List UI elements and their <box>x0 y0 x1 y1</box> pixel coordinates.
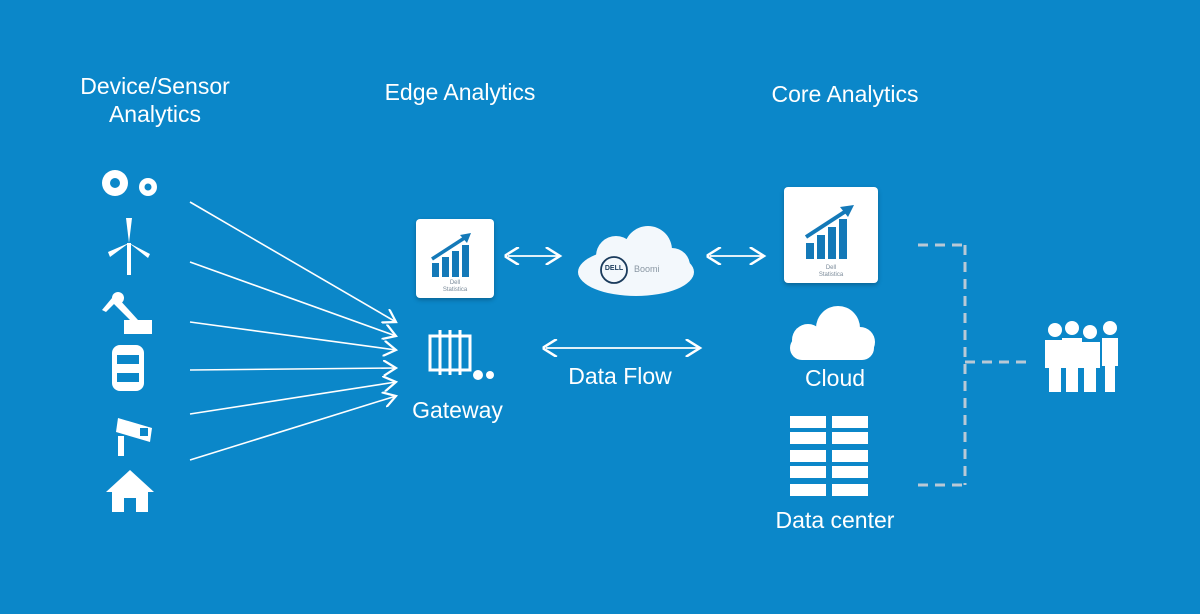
dell-logo: DELL <box>604 265 624 272</box>
heading-edge-analytics: Edge Analytics <box>384 79 536 105</box>
dell-boomi-cloud: DELL Boomi <box>572 222 700 302</box>
data-flow-label: Data Flow <box>568 363 672 389</box>
heading-device-sensor-analytics: Device/Sensor Analytics <box>80 73 230 127</box>
dashed-connectors <box>918 243 1030 487</box>
caption-line: Statistica <box>442 287 468 293</box>
gateway-label: Gateway <box>412 397 503 423</box>
security-camera-icon <box>116 418 152 456</box>
home-icon <box>106 470 154 512</box>
caption-line: Statistica <box>818 272 844 278</box>
bar-chart-icon <box>804 205 854 259</box>
caption-line: Dell <box>449 280 461 286</box>
gears-icon <box>102 170 157 196</box>
robot-arm-icon <box>102 292 152 334</box>
wind-turbine-icon <box>108 218 150 275</box>
cloud-label: Cloud <box>804 365 866 391</box>
heading-core-analytics: Core Analytics <box>771 81 919 107</box>
bar-chart-icon <box>431 233 471 277</box>
sensor-arrows <box>189 201 396 461</box>
caption-line: Dell <box>825 265 837 271</box>
car-icon <box>112 345 144 391</box>
boomi-label: Boomi <box>634 264 660 274</box>
data-center-label: Data center <box>775 507 895 533</box>
